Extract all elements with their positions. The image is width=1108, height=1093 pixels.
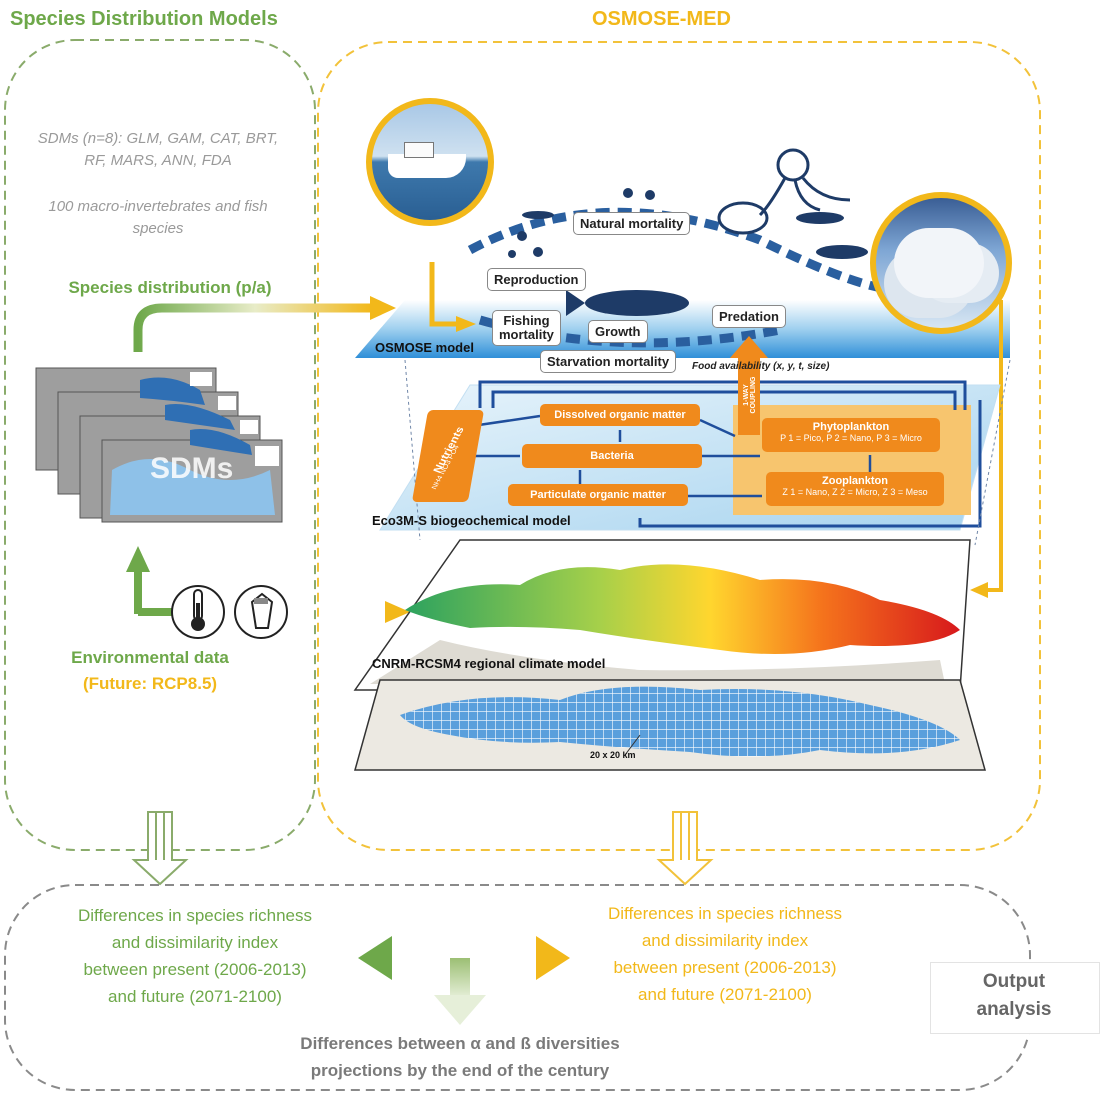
environmental-future-label: (Future: RCP8.5) [82, 674, 218, 693]
sdm-models-line-1: SDMs (n=8): GLM, GAM, CAT, BRT, [37, 130, 279, 147]
bacteria-box: Bacteria [522, 444, 702, 468]
fishing-mortality-line-1: Fishing [503, 313, 550, 328]
clouds-photo [870, 192, 1012, 334]
sdm-down-arrow [131, 811, 189, 886]
osmose-model-label: OSMOSE model [375, 340, 474, 355]
sdm-output-line-4: and future (2071-2100) [108, 987, 282, 1006]
boat-cabin-icon [404, 142, 434, 158]
dissolved-organic-matter-box: Dissolved organic matter [540, 404, 700, 426]
sdm-output-text: Differences in species richness and diss… [40, 902, 350, 1010]
osmose-output-line-3: between present (2006-2013) [613, 958, 837, 977]
predation-box: Predation [712, 305, 786, 328]
cloud-icon [894, 228, 984, 298]
osmose-title: OSMOSE-MED [592, 8, 731, 30]
osmose-output-text: Differences in species richness and diss… [570, 900, 880, 1008]
fishing-boat-photo [366, 98, 494, 226]
fish-illustrations [508, 148, 868, 316]
output-analysis-line-1: Output [982, 971, 1046, 992]
osmose-output-line-4: and future (2071-2100) [638, 985, 812, 1004]
osmose-output-line-2: and dissimilarity index [641, 931, 809, 950]
particulate-organic-matter-box: Particulate organic matter [508, 484, 688, 506]
sdm-models-text: SDMs (n=8): GLM, GAM, CAT, BRT, RF, MARS… [18, 128, 298, 172]
environmental-data-label: Environmental data [71, 648, 229, 667]
sdm-title: Species Distribution Models [10, 8, 278, 30]
food-availability-label: Food availability (x, y, t, size) [692, 361, 830, 372]
osmose-output-line-1: Differences in species richness [607, 904, 842, 923]
diversity-output-line-1: Differences between α and ß diversities [300, 1034, 620, 1053]
thermometer-icon [171, 585, 225, 639]
natural-mortality-box: Natural mortality [573, 212, 691, 235]
nutrients-label: Nutrients [431, 425, 467, 475]
zooplankton-sub-label: Z 1 = Nano, Z 2 = Micro, Z 3 = Meso [782, 487, 928, 497]
diversity-output-text: Differences between α and ß diversities … [250, 1030, 670, 1084]
sea-temperature-map [405, 564, 960, 654]
eco3m-label: Eco3M-S biogeochemical model [372, 513, 571, 528]
sdm-map-stack [35, 367, 283, 523]
model-grid-map [400, 686, 960, 757]
output-analysis-line-2: analysis [976, 999, 1052, 1020]
output-analysis-text: Output analysis [930, 968, 1098, 1024]
coupling-label: 1-WAY COUPLING [743, 376, 757, 414]
cnrm-label: CNRM-RCSM4 regional climate model [372, 656, 606, 671]
growth-box: Growth [588, 320, 648, 343]
salinity-shaker-icon [234, 585, 288, 639]
species-distribution-arrow [133, 303, 372, 352]
phytoplankton-label: Phytoplankton [812, 421, 890, 433]
comparison-down-arrow [450, 958, 470, 998]
zooplankton-box: Zooplankton Z 1 = Nano, Z 2 = Micro, Z 3… [766, 472, 944, 506]
sdm-species-line-2: species [132, 220, 184, 237]
fishing-mortality-line-2: mortality [499, 327, 554, 342]
coupling-arrow [738, 355, 760, 435]
sdms-map-label: SDMs [150, 452, 234, 485]
sdm-output-line-3: between present (2006-2013) [83, 960, 307, 979]
phytoplankton-box: Phytoplankton P 1 = Pico, P 2 = Nano, P … [762, 418, 940, 452]
osmose-down-arrow [656, 811, 714, 886]
reproduction-box: Reproduction [487, 268, 586, 291]
zooplankton-label: Zooplankton [822, 475, 888, 487]
fishing-mortality-box: Fishing mortality [492, 310, 561, 346]
starvation-mortality-box: Starvation mortality [540, 350, 677, 373]
grid-size-label: 20 x 20 km [590, 750, 636, 760]
species-distribution-label: Species distribution (p/a) [68, 278, 272, 297]
sdm-output-line-1: Differences in species richness [77, 906, 312, 925]
sdm-species-line-1: 100 macro-invertebrates and fish [48, 198, 268, 215]
boat-icon [388, 154, 466, 178]
phytoplankton-sub-label: P 1 = Pico, P 2 = Nano, P 3 = Micro [780, 433, 922, 443]
output-analysis-box [930, 962, 1100, 1034]
sdm-species-text: 100 macro-invertebrates and fish species [18, 196, 298, 240]
diversity-output-line-2: projections by the end of the century [310, 1061, 610, 1080]
sdm-models-line-2: RF, MARS, ANN, FDA [84, 152, 232, 169]
sdm-output-line-2: and dissimilarity index [111, 933, 279, 952]
